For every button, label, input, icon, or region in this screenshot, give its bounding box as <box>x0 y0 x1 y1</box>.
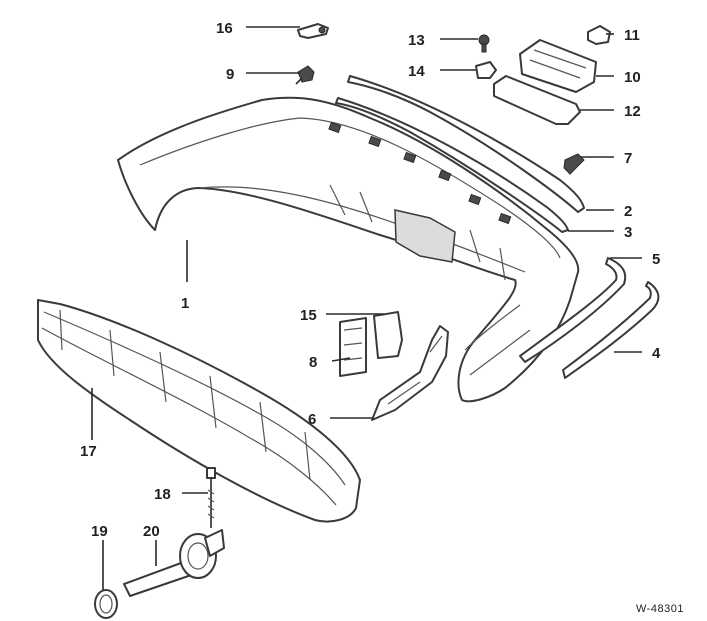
callout-4: 4 <box>652 345 661 362</box>
callout-7: 7 <box>624 150 632 167</box>
callout-6: 6 <box>308 411 316 428</box>
part-bracket-6 <box>371 325 449 421</box>
callout-1: 1 <box>181 295 189 312</box>
callout-14: 14 <box>408 63 425 80</box>
part-mounting-bracket-10 <box>519 39 597 93</box>
callout-10: 10 <box>624 69 641 86</box>
callout-13: 13 <box>408 32 425 49</box>
leader-8 <box>331 357 351 362</box>
part-reinforcement-12 <box>493 75 581 125</box>
part-pin-9 <box>295 65 315 85</box>
callout-17: 17 <box>80 443 97 460</box>
callout-18: 18 <box>154 486 171 503</box>
callout-labels: 1 2 3 4 5 6 7 8 9 10 11 12 13 14 15 16 1… <box>80 20 661 540</box>
callout-3: 3 <box>624 224 632 241</box>
callout-9: 9 <box>226 66 234 83</box>
callout-2: 2 <box>624 203 632 220</box>
reference-code: W-48301 <box>636 603 684 615</box>
part-nut-14 <box>475 61 497 79</box>
part-bolt-16 <box>297 23 329 39</box>
part-bracket-8 <box>339 317 367 377</box>
callout-5: 5 <box>652 251 660 268</box>
part-tow-hook-20 <box>123 529 225 597</box>
part-cover-15 <box>373 311 403 359</box>
callout-11: 11 <box>624 27 640 44</box>
callout-16: 16 <box>216 20 233 37</box>
callout-19: 19 <box>91 523 108 540</box>
part-clip-7 <box>563 153 585 175</box>
part-bolt-18 <box>206 467 216 528</box>
callout-12: 12 <box>624 103 641 120</box>
callout-15: 15 <box>300 307 317 324</box>
part-bumper-cover <box>117 96 580 403</box>
part-ring-19 <box>94 589 118 619</box>
part-side-trim-strip-5 <box>519 257 627 363</box>
callout-20: 20 <box>143 523 160 540</box>
part-side-trim-strip-4 <box>562 281 660 379</box>
part-screw-13 <box>478 34 490 53</box>
part-clip-11 <box>587 25 611 45</box>
part-reinforcement-beam-17 <box>37 299 361 523</box>
part-upper-trim-strip-3 <box>335 97 569 233</box>
leader-lines <box>91 26 642 590</box>
part-upper-trim-strip-2 <box>347 75 585 213</box>
callout-8: 8 <box>309 354 317 371</box>
